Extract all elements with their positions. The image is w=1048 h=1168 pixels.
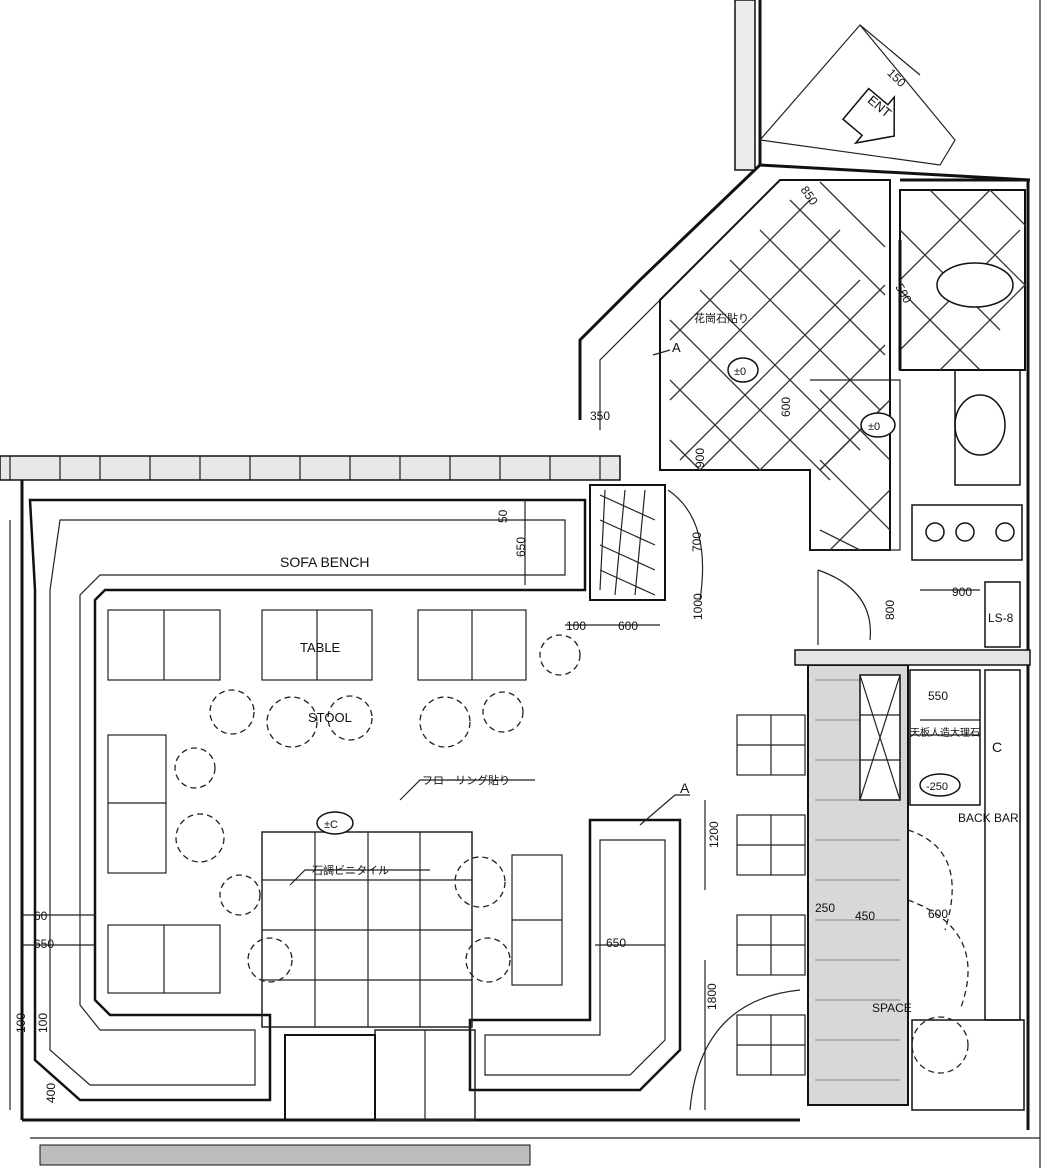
dim-350: 350 bbox=[590, 409, 610, 423]
stool bbox=[465, 937, 511, 983]
stool bbox=[247, 937, 293, 983]
level-plus-c: ±C bbox=[324, 819, 338, 831]
table-3 bbox=[417, 609, 527, 681]
dim-900-a: 900 bbox=[693, 448, 707, 468]
ls-label: LS-8 bbox=[988, 611, 1014, 625]
dim-550: 550 bbox=[928, 689, 948, 703]
dim-50: 50 bbox=[496, 509, 510, 523]
level-marker-0b bbox=[860, 412, 896, 438]
dim-850: 850 bbox=[798, 183, 821, 208]
dim-150: 150 bbox=[884, 66, 908, 90]
sofa-bench bbox=[28, 498, 587, 1102]
level-marker-250 bbox=[919, 773, 961, 797]
table-2 bbox=[261, 609, 373, 681]
dim-600-b: 600 bbox=[618, 619, 638, 633]
bar-stools bbox=[736, 714, 806, 1076]
dim-900-b: 900 bbox=[952, 585, 972, 599]
stool bbox=[454, 856, 506, 908]
tables bbox=[107, 609, 563, 994]
stool bbox=[419, 696, 471, 748]
corridor-tiles bbox=[810, 240, 902, 551]
entrance-floor-label: 花崗石貼り bbox=[694, 311, 749, 325]
back-bar-label: BACK BAR bbox=[958, 811, 1019, 825]
counter-top-label: 天板人造大理石 bbox=[910, 726, 980, 739]
dim-250: 250 bbox=[815, 901, 835, 915]
dim-60: 60 bbox=[34, 909, 48, 923]
dim-650-c: 650 bbox=[34, 937, 54, 951]
level-markers bbox=[316, 357, 961, 835]
dim-600-c: 600 bbox=[928, 907, 948, 921]
table-6 bbox=[511, 854, 563, 986]
door-swings bbox=[689, 569, 871, 1111]
right-sofa bbox=[468, 818, 682, 1092]
stool bbox=[209, 689, 255, 735]
entrance-tiles bbox=[659, 179, 891, 551]
table-4 bbox=[107, 734, 167, 874]
dim-650-a: 650 bbox=[514, 537, 528, 557]
tile-floor-label: 石調ビニタイル bbox=[312, 863, 389, 877]
space-label: SPACE bbox=[872, 1001, 912, 1015]
stool bbox=[482, 691, 524, 733]
section-mark-a-2: A bbox=[680, 780, 690, 796]
dim-100-b: 100 bbox=[14, 1013, 28, 1033]
table-1 bbox=[107, 609, 221, 681]
level-marker-c bbox=[316, 811, 354, 835]
dim-1200: 1200 bbox=[707, 821, 721, 848]
dim-400: 400 bbox=[44, 1083, 58, 1103]
dimension-lines bbox=[22, 500, 980, 1110]
toilet-room bbox=[899, 189, 1026, 561]
stool bbox=[266, 696, 318, 748]
tile-floor-zone bbox=[261, 831, 476, 1121]
dim-650-b: 650 bbox=[606, 936, 626, 950]
dim-700: 700 bbox=[690, 532, 704, 552]
dim-100-c: 100 bbox=[36, 1013, 50, 1033]
stools bbox=[174, 634, 581, 983]
back-bar bbox=[907, 581, 1025, 1111]
level-minus-250: -250 bbox=[926, 781, 948, 793]
sofa-bench-label: SOFA BENCH bbox=[280, 554, 369, 570]
leader-lines bbox=[289, 349, 690, 886]
level-marker-0a bbox=[727, 357, 759, 383]
table-label: TABLE bbox=[300, 640, 341, 655]
dim-800: 800 bbox=[883, 600, 897, 620]
dim-100-a: 100 bbox=[566, 619, 586, 633]
entrance-canopy bbox=[758, 24, 956, 166]
bar-counter bbox=[794, 649, 1031, 1106]
dim-1000: 1000 bbox=[691, 593, 705, 620]
section-mark-c: C bbox=[992, 739, 1002, 755]
stool bbox=[219, 874, 261, 916]
stool-label: STOOL bbox=[308, 710, 352, 725]
level-plus-0a: ±0 bbox=[734, 366, 746, 378]
table-5 bbox=[107, 924, 221, 994]
dim-450: 450 bbox=[855, 909, 875, 923]
dim-1800: 1800 bbox=[705, 983, 719, 1010]
stool bbox=[327, 695, 373, 741]
dim-600-a: 600 bbox=[779, 397, 793, 417]
level-plus-0b: ±0 bbox=[868, 421, 880, 433]
entry-grille bbox=[589, 484, 704, 601]
entrance-arrow bbox=[841, 87, 896, 145]
stool bbox=[539, 634, 581, 676]
stool bbox=[174, 747, 216, 789]
section-mark-a-1: A bbox=[672, 340, 681, 355]
stool bbox=[175, 813, 225, 863]
main-floor-label: フローリング貼り bbox=[422, 773, 510, 787]
